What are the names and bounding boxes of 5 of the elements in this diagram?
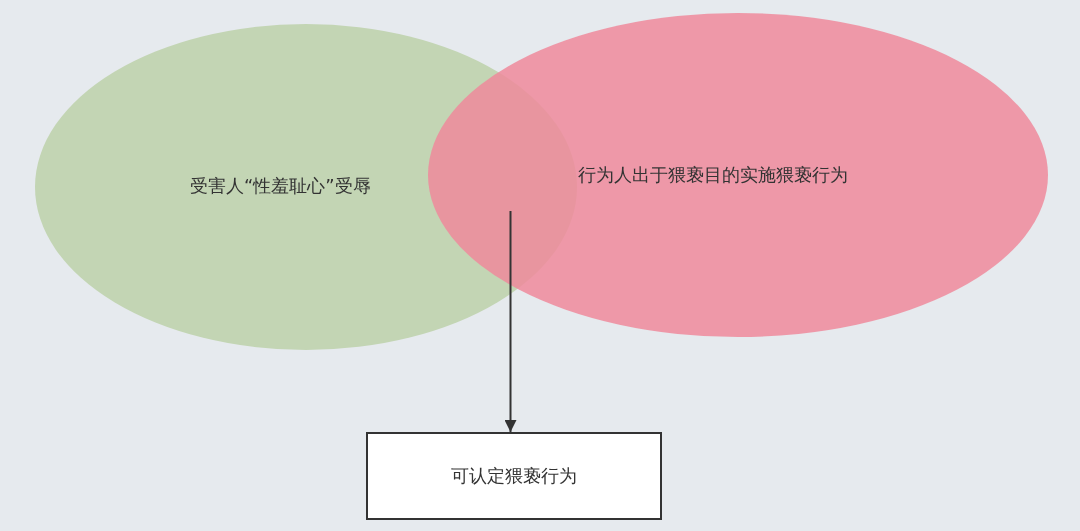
result-label: 可认定猥亵行为 xyxy=(451,464,577,488)
result-box xyxy=(366,432,662,520)
set-label: 行为人出于猥亵目的实施猥亵行为 xyxy=(578,163,848,187)
set-label: 受害人“性羞耻心”受辱 xyxy=(190,174,371,198)
arrow xyxy=(504,210,517,433)
